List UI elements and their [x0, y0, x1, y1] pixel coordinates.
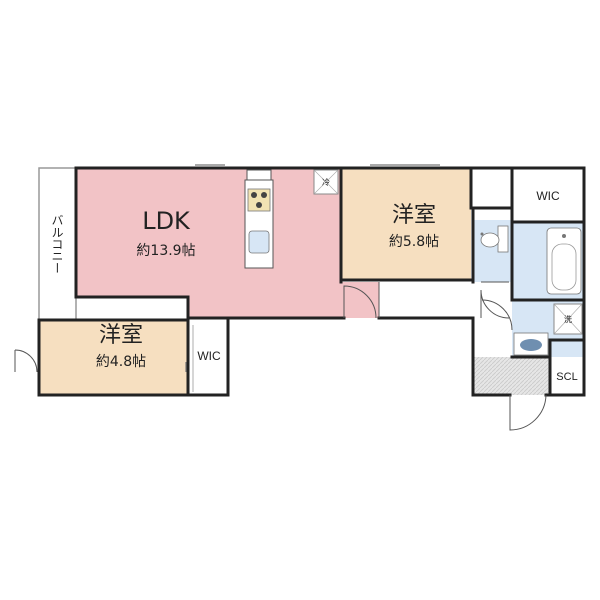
washer-icon: 洗: [553, 303, 583, 335]
bedroom-lower-size: 約4.8帖: [96, 354, 146, 370]
hallway: [379, 282, 473, 318]
wic-lower-label: WIC: [197, 349, 221, 363]
fridge-icon: 冷: [313, 169, 339, 195]
stove-icon: [247, 188, 271, 212]
toilet-icon: [480, 225, 509, 253]
balcony: [38, 167, 77, 321]
ldk-name: LDK: [142, 207, 191, 235]
bedroom-upper: [341, 168, 471, 280]
scl-label: SCL: [556, 371, 577, 383]
scl-closet: [550, 357, 584, 395]
doors: [14, 281, 547, 431]
wic-lower: [190, 320, 228, 395]
wic-upper: [512, 168, 584, 222]
entrance: [473, 357, 550, 395]
bedroom-lower-name: 洋室: [99, 323, 143, 348]
washbasin-icon: [513, 332, 549, 356]
bedroom-upper-size: 約5.8帖: [389, 234, 439, 250]
fridge-label: 冷: [322, 177, 330, 187]
walls: [37, 166, 586, 397]
sink-icon: [248, 230, 270, 254]
bathtub-icon: [546, 227, 582, 295]
ldk-size: 約13.9帖: [136, 243, 195, 259]
window-lines: [195, 164, 440, 318]
balcony-label: バルコニー: [50, 214, 64, 274]
washer-label: 洗: [564, 314, 572, 324]
bedroom-lower: [39, 320, 188, 395]
ldk-room: [76, 168, 379, 318]
wic-upper-label: WIC: [536, 189, 560, 203]
bedroom-upper-name: 洋室: [392, 203, 436, 228]
